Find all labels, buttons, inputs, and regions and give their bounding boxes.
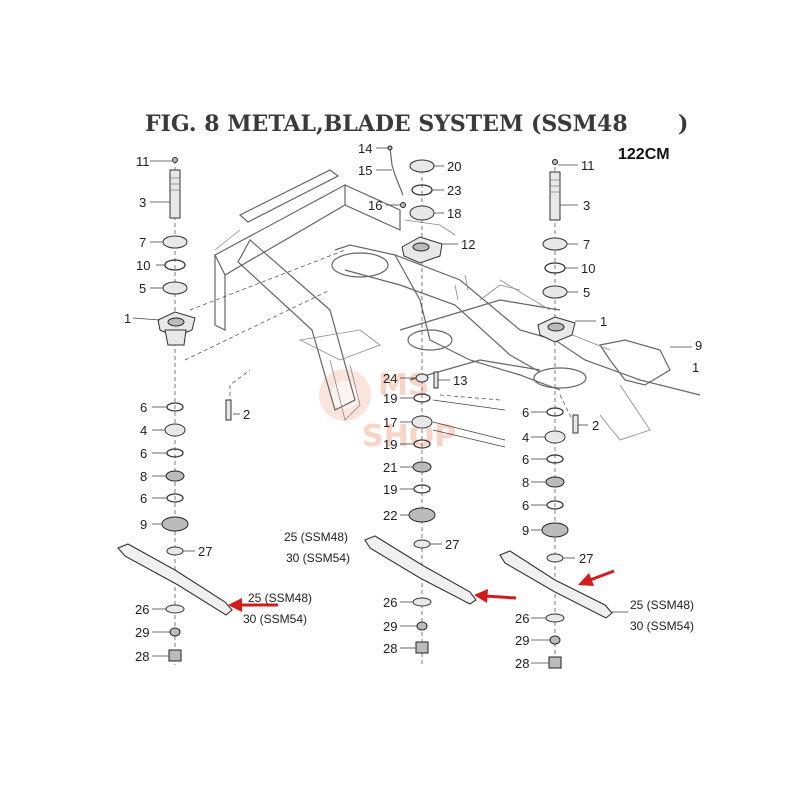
label-left-27: 27 [198,544,212,559]
center-blade-arrowhead [474,589,488,603]
label-right-10: 10 [581,261,595,276]
left-leaders [132,160,240,657]
label-center-15: 15 [358,163,372,178]
label-left-3: 3 [139,195,146,210]
label-right-11: 11 [581,158,595,173]
label-right-28: 28 [515,656,529,671]
label-left-8: 8 [140,469,147,484]
label-right-3: 3 [583,198,590,213]
label-right-5: 5 [583,285,590,300]
label-right-7: 7 [583,237,590,252]
label-center-19a: 19 [383,391,397,406]
label-right-6c: 6 [522,498,529,513]
label-center-19b: 19 [383,437,397,452]
watermark-line2: SHOP [362,419,456,454]
figure-title-close: ) [678,111,688,137]
highlight-arrows [228,569,615,612]
label-left-6c: 6 [140,491,147,506]
left-blade-arrowhead [228,598,242,612]
label-right-9-edge: 9 [695,338,702,353]
assembly-axes [174,160,576,665]
deck-frame [214,169,701,441]
label-right-29: 29 [515,633,529,648]
center-part-numbers: 14 15 16 20 23 18 12 24 13 19 17 19 21 1… [284,141,475,656]
label-left-1: 1 [124,311,131,326]
label-center-28: 28 [383,641,397,656]
label-left-5: 5 [139,281,146,296]
label-center-16: 16 [368,198,382,213]
label-left-7: 7 [139,235,146,250]
right-blade-arrow [589,569,615,582]
center-blade-arrow [484,594,517,600]
label-right-8: 8 [522,475,529,490]
label-right-2: 2 [592,418,599,433]
label-center-14: 14 [358,141,372,156]
left-spindle-stack [117,157,233,662]
label-left-6b: 6 [140,446,147,461]
label-left-6a: 6 [140,400,147,415]
label-right-1-edge: 1 [692,360,699,375]
right-spindle-stack [499,159,613,669]
label-center-26: 26 [383,595,397,610]
label-left-28: 28 [135,649,149,664]
label-center-17: 17 [383,415,397,430]
label-right-1a: 1 [600,314,607,329]
label-right-26: 26 [515,611,529,626]
label-center-20: 20 [447,159,461,174]
deck-size-label: 122CM [618,146,670,163]
label-right-6b: 6 [522,452,529,467]
label-left-11: 11 [136,154,150,169]
label-center-24: 24 [383,371,397,386]
label-right-9: 9 [522,523,529,538]
label-center-29: 29 [383,619,397,634]
label-left-2: 2 [243,407,250,422]
right-part-numbers: 11 3 7 10 5 1 9 1 6 2 4 6 8 6 9 27 25 (S… [515,158,702,671]
label-center-22: 22 [383,508,397,523]
label-left-10: 10 [136,258,150,273]
label-left-4: 4 [140,423,147,438]
label-right-27: 27 [579,551,593,566]
label-center-27: 27 [445,537,459,552]
label-center-12: 12 [461,237,475,252]
label-left-9: 9 [140,517,147,532]
label-center-21: 21 [383,460,397,475]
label-left-30: 30 (SSM54) [243,612,307,626]
left-part-numbers: 11 3 7 10 5 1 2 6 4 6 8 6 9 27 25 (SSM48… [124,154,312,664]
right-blade-arrowhead [578,573,594,586]
label-center-30: 30 (SSM54) [286,551,350,565]
right-leaders [531,164,692,664]
label-left-25: 25 (SSM48) [248,591,312,605]
figure-title: FIG. 8 METAL,BLADE SYSTEM (SSM48 [145,111,628,137]
label-right-30: 30 (SSM54) [630,619,694,633]
label-right-6a: 6 [522,405,529,420]
label-left-26: 26 [135,602,149,617]
center-leaders [376,147,458,649]
label-center-13: 13 [453,373,467,388]
label-center-23: 23 [447,183,461,198]
label-center-19c: 19 [383,482,397,497]
label-left-29: 29 [135,625,149,640]
label-right-4: 4 [522,430,529,445]
label-right-25: 25 (SSM48) [630,598,694,612]
label-center-25: 25 (SSM48) [284,530,348,544]
label-center-18: 18 [447,206,461,221]
